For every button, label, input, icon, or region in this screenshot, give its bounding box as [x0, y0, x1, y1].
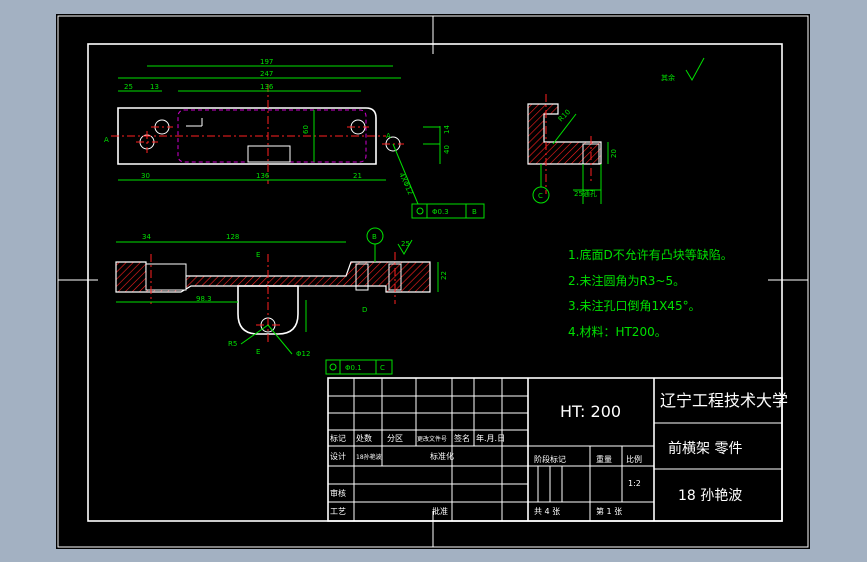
label-e-top: E	[256, 251, 260, 259]
tb-sheets: 共 4 张	[534, 507, 560, 516]
dim-98: 98.3	[196, 295, 212, 303]
datum-c: C	[538, 192, 543, 200]
roughness-label: 其余	[661, 73, 675, 82]
dim-34: 34	[142, 233, 151, 241]
dim-13: 13	[150, 83, 159, 91]
tb-review: 审核	[330, 488, 346, 498]
dim-40: 40	[443, 145, 451, 154]
dim-128: 128	[226, 233, 239, 241]
tb-date: 年.月.日	[476, 433, 505, 443]
datum-b: B	[372, 233, 377, 241]
dim-14: 14	[443, 125, 451, 134]
tolerance-2: Φ0.1	[345, 364, 362, 372]
dim-25: 25	[124, 83, 133, 91]
dim-25-front: 25	[401, 240, 410, 248]
tb-weight: 重量	[596, 454, 612, 464]
dim-22: 22	[440, 271, 448, 280]
tb-change-doc: 更改文件号	[417, 435, 447, 443]
tb-design: 设计	[330, 451, 346, 461]
note-2: 2.未注圆角为R3~5。	[568, 273, 685, 288]
dim-25-through: 25通孔	[574, 189, 597, 198]
dim-30: 30	[141, 172, 150, 180]
note-1: 1.底面D不允许有凸块等缺陷。	[568, 247, 733, 262]
tb-school: 辽宁工程技术大学	[660, 391, 788, 410]
tb-mark: 标记	[330, 433, 346, 443]
tb-author: 18 孙艳波	[678, 488, 742, 504]
title-block: 标记 处数 分区 更改文件号 签名 年.月.日 设计 18孙艳波 标准化 审核 …	[327, 377, 788, 522]
dim-4xm12: 4XΦ12	[397, 171, 414, 196]
tb-standard: 标准化	[430, 451, 454, 461]
section-a-right: A	[386, 132, 391, 140]
tb-process: 工艺	[330, 507, 346, 516]
tolerance-1: Φ0.3	[432, 208, 449, 216]
dim-r10: R10	[557, 108, 572, 123]
dim-phi12: Φ12	[296, 350, 310, 358]
tb-count: 处数	[356, 433, 372, 443]
tb-sign: 签名	[454, 433, 470, 443]
tb-material: HT: 200	[560, 402, 621, 421]
tb-zone: 分区	[387, 434, 403, 443]
drawing-sheet: 197 247 25 13 136 30 136 21 60 40 14 4XΦ…	[56, 14, 810, 549]
dim-21: 21	[353, 172, 362, 180]
tb-scale-value: 1:2	[628, 479, 641, 488]
side-section: R10 20 25通孔 C 其余	[527, 57, 705, 204]
label-d: D	[362, 306, 367, 314]
section-a-left: A	[104, 136, 109, 144]
dim-136-bottom: 136	[256, 172, 270, 180]
top-view: 197 247 25 13 136 30 136 21 60 40 14 4XΦ…	[104, 58, 485, 219]
technical-notes: 1.底面D不允许有凸块等缺陷。 2.未注圆角为R3~5。 3.未注孔口倒角1X4…	[568, 247, 733, 339]
dim-20: 20	[610, 149, 618, 158]
label-e-bottom: E	[256, 348, 260, 356]
tb-design-name: 18孙艳波	[356, 453, 382, 461]
note-4: 4.材料：HT200。	[568, 325, 667, 339]
dim-247: 247	[260, 70, 273, 78]
tb-scale: 比例	[626, 454, 642, 464]
tb-part-name: 前横架 零件	[668, 440, 742, 457]
front-view: 34 128 98.3 22 25 E E D B R5 Φ12 Φ0.1 C	[115, 227, 448, 375]
tolerance-2-ref: C	[380, 364, 385, 372]
dim-136-top: 136	[260, 83, 274, 91]
note-3: 3.未注孔口倒角1X45°。	[568, 298, 701, 313]
tb-stage: 阶段标记	[534, 454, 566, 464]
dim-60: 60	[302, 125, 310, 134]
dim-197: 197	[260, 58, 273, 66]
tb-sheet-no: 第 1 张	[596, 506, 622, 516]
cad-drawing: 197 247 25 13 136 30 136 21 60 40 14 4XΦ…	[57, 15, 809, 548]
tb-approve: 批准	[432, 506, 448, 516]
dim-r5: R5	[228, 340, 237, 348]
tolerance-1-ref: B	[472, 208, 477, 216]
